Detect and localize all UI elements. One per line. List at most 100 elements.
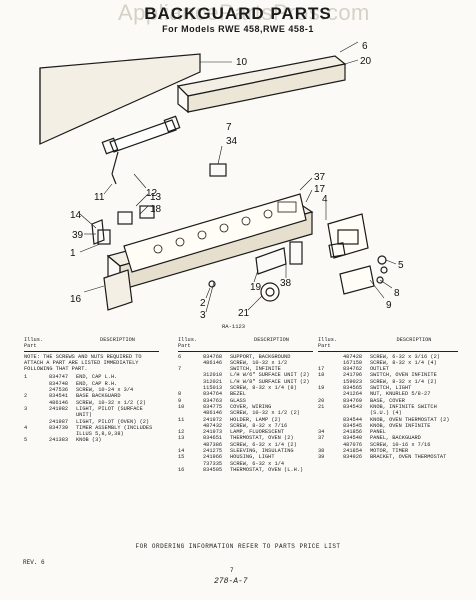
callout-2: 2 bbox=[200, 298, 206, 309]
callout-17: 17 bbox=[314, 184, 326, 195]
part-description: LIGHT, PILOT (SURFACE UNIT) bbox=[76, 405, 143, 419]
part-description: SCREW, 8-32 x 1/4 (8) bbox=[230, 385, 297, 392]
header-illus: Illus. Part bbox=[318, 337, 338, 350]
part-description: BRACKET, OVEN THERMOSTAT bbox=[370, 454, 447, 461]
part-number: 241275 bbox=[203, 448, 223, 455]
part-number: 167150 bbox=[343, 359, 363, 366]
part-number: 247536 bbox=[49, 387, 69, 394]
callout-14: 14 bbox=[70, 210, 82, 221]
part-description: END, CAP L.H. bbox=[76, 374, 118, 381]
illus-number: 7 bbox=[178, 366, 182, 373]
part-number: 241264 bbox=[343, 391, 363, 398]
callout-16: 16 bbox=[70, 294, 82, 305]
part-number: 834926 bbox=[343, 454, 363, 461]
header-sub bbox=[343, 337, 370, 350]
part-number: 159023 bbox=[343, 378, 363, 385]
illus-number: 8 bbox=[178, 391, 182, 398]
part-description: SWITCH, OVEN INFINITE bbox=[370, 372, 437, 379]
part-number: 487428 bbox=[343, 353, 363, 360]
part-number: 834747 bbox=[49, 374, 69, 381]
part-number: 312021 bbox=[203, 378, 223, 385]
part-number: 115013 bbox=[203, 385, 223, 392]
table-row: 167150 SCREW, 8-32 x 1/4 (4) bbox=[318, 360, 458, 366]
part-description: SWITCH, LIGHT bbox=[370, 385, 412, 392]
part-description: THERMOSTAT, OVEN (L.H.) bbox=[230, 466, 304, 473]
page-title: BACKGUARD PARTS bbox=[144, 4, 332, 23]
illus-number: 38 bbox=[318, 448, 325, 455]
callout-6: 6 bbox=[362, 41, 368, 52]
illus-number: 10 bbox=[178, 403, 185, 410]
part-number: 241796 bbox=[343, 372, 363, 379]
part-description: HOUSING, LIGHT bbox=[230, 454, 275, 461]
table-note: NOTE: THE SCREWS AND NUTS REQUIRED TO AT… bbox=[24, 353, 142, 373]
part-number: 486146 bbox=[203, 359, 223, 366]
part-description: PANEL bbox=[370, 429, 386, 436]
part-description: BASE, COVER bbox=[370, 397, 405, 404]
part-description: GLASS bbox=[230, 397, 246, 404]
table-header: Illus. Part DESCRIPTION bbox=[24, 337, 159, 352]
illus-number: 18 bbox=[318, 372, 325, 379]
illus-number: 39 bbox=[318, 454, 325, 461]
part-description: HOLDER, LAMP (2) bbox=[230, 416, 281, 423]
part-number: 487076 bbox=[343, 441, 363, 448]
part-number: 834565 bbox=[343, 385, 363, 392]
part-description: BEZEL bbox=[230, 391, 246, 398]
part-description: OUTLET bbox=[370, 366, 390, 373]
table-row: 312021 L/H W/8" SURFACE UNIT (2) bbox=[178, 379, 313, 385]
part-description: SCREW, 6-32 x 1/4 bbox=[230, 460, 285, 467]
part-number: 241987 bbox=[49, 418, 69, 425]
part-description: SCREW, 10-32 x 1/2 (2) bbox=[230, 410, 300, 417]
part-number: 834543 bbox=[343, 403, 363, 410]
illus-number: 34 bbox=[318, 429, 325, 436]
part-description: KNOB, OVEN INFINITE bbox=[370, 422, 431, 429]
part-description: LAMP, FLUORESCENT bbox=[230, 429, 285, 436]
part-number: 834739 bbox=[49, 424, 69, 431]
part-description: L/H W/6" SURFACE UNIT (2) bbox=[230, 372, 310, 379]
part-number: 737335 bbox=[203, 460, 223, 467]
callout-1: 1 bbox=[70, 248, 76, 259]
part-number: 834505 bbox=[203, 466, 223, 473]
part-description: MOTOR, TIMER bbox=[370, 448, 409, 455]
illus-number: 17 bbox=[318, 366, 325, 373]
part-number: 241982 bbox=[49, 405, 69, 412]
illus-number: 16 bbox=[178, 466, 185, 473]
part-description: L/H W/8" SURFACE UNIT (2) bbox=[230, 378, 310, 385]
part-description: THERMOSTAT, OVEN (2) bbox=[230, 435, 294, 442]
callout-19: 19 bbox=[250, 282, 262, 293]
table-row: 115013 SCREW, 8-32 x 1/4 (8) bbox=[178, 385, 313, 391]
part-description: KNOB, OVEN THERMOSTAT (2) bbox=[370, 416, 450, 423]
illus-number: 12 bbox=[178, 429, 185, 436]
illus-number: 6 bbox=[178, 353, 182, 360]
callout-4: 4 bbox=[322, 194, 328, 205]
table-row: 39 834926 BRACKET, OVEN THERMOSTAT bbox=[318, 454, 458, 460]
illus-number: 5 bbox=[24, 437, 28, 444]
part-description: SCREW, 10-32 x 1/2 (2) bbox=[76, 399, 146, 406]
illus-number: 37 bbox=[318, 435, 325, 442]
callout-39: 39 bbox=[72, 230, 84, 241]
page-subtitle: For Models RWE 458,RWE 458-1 bbox=[162, 24, 314, 34]
part-number: 834763 bbox=[203, 397, 223, 404]
part-description: BASE BACKGUARD bbox=[76, 393, 121, 400]
part-description: SCREW, 8-32 x 1/4 (4) bbox=[370, 359, 437, 366]
part-number: 834748 bbox=[49, 380, 69, 387]
part-description: SCREW, 6-32 x 1/4 (2) bbox=[230, 441, 297, 448]
table-row: 18 241796 SWITCH, OVEN INFINITE bbox=[318, 372, 458, 378]
table-row: 737335 SCREW, 6-32 x 1/4 bbox=[178, 461, 313, 467]
header-description: DESCRIPTION bbox=[396, 337, 432, 343]
part-description: KNOB, INFINITE SWITCH (S.U.) (4) bbox=[370, 403, 437, 417]
callout-9: 9 bbox=[386, 300, 392, 311]
